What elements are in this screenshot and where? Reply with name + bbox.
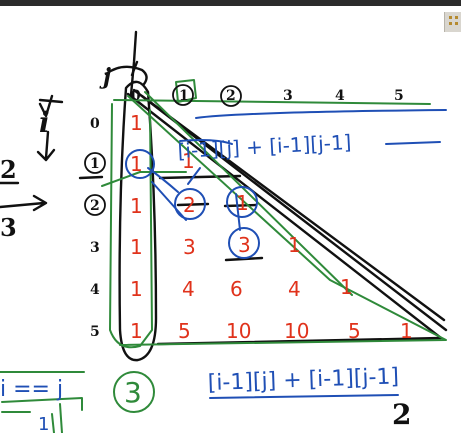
triangle-cell: 6 <box>230 277 243 301</box>
col-header: 0 <box>131 88 141 104</box>
triangle-cell: 1 <box>130 235 143 259</box>
j-label: j <box>99 64 111 90</box>
row-header: 1 <box>90 156 100 172</box>
formula-top: [i-1][j] + [i-1][j-1] <box>177 130 352 163</box>
formula-bottom-number: 2 <box>392 398 411 431</box>
triangle-cell: 2 <box>183 193 196 217</box>
row-header: 3 <box>90 240 100 256</box>
green-ink-strokes <box>0 79 447 433</box>
triangle-cell: 1 <box>288 233 301 257</box>
row-header: 2 <box>90 198 100 214</box>
left-number-bottom: 3 <box>0 213 17 242</box>
triangle-cell: 1 <box>130 152 143 176</box>
circle-marks <box>84 84 260 413</box>
triangle-cell: 1 <box>130 277 143 301</box>
triangle-cell: 1 <box>130 111 143 135</box>
col-header: 1 <box>179 88 189 104</box>
grip-icon[interactable] <box>444 12 461 32</box>
pascal-triangle-values: 1 1 1 1 2 1 1 3 3 1 1 4 6 4 1 1 5 10 10 … <box>130 111 413 343</box>
condition-label: i == j <box>0 377 63 402</box>
formula-bottom: [i-1][j] + [i-1][j-1] <box>207 364 399 396</box>
col-header: 2 <box>226 88 236 104</box>
triangle-cell: 4 <box>288 277 301 301</box>
triangle-cell: 1 <box>340 275 353 299</box>
black-ink-strokes <box>0 30 448 362</box>
row-header: 0 <box>90 116 100 132</box>
triangle-cell: 5 <box>348 319 361 343</box>
column-headers: 0 1 2 3 4 5 <box>131 88 404 104</box>
condition-result: 1 <box>38 414 49 433</box>
col-header: 5 <box>394 88 404 104</box>
triangle-cell: 1 <box>130 194 143 218</box>
triangle-cell: 10 <box>226 319 251 343</box>
triangle-cell: 1 <box>130 319 143 343</box>
triangle-cell: 1 <box>236 191 249 215</box>
row-headers: 0 1 2 3 4 5 <box>90 116 100 340</box>
row-header: 5 <box>90 324 100 340</box>
triangle-cell: 4 <box>182 277 195 301</box>
i-label: i <box>39 106 50 139</box>
window-top-bar <box>0 0 461 6</box>
triangle-cell: 10 <box>284 319 309 343</box>
col-header: 4 <box>335 88 345 104</box>
blue-ink-strokes <box>147 109 447 399</box>
triangle-cell: 1 <box>182 149 195 173</box>
triangle-cell: 3 <box>238 233 251 257</box>
row-header: 4 <box>90 282 100 298</box>
circled-number: 3 <box>124 376 142 409</box>
triangle-cell: 1 <box>400 319 413 343</box>
col-header: 3 <box>283 88 293 104</box>
triangle-cell: 3 <box>183 235 196 259</box>
left-number-top: 2 <box>0 155 17 184</box>
triangle-cell: 5 <box>178 319 191 343</box>
